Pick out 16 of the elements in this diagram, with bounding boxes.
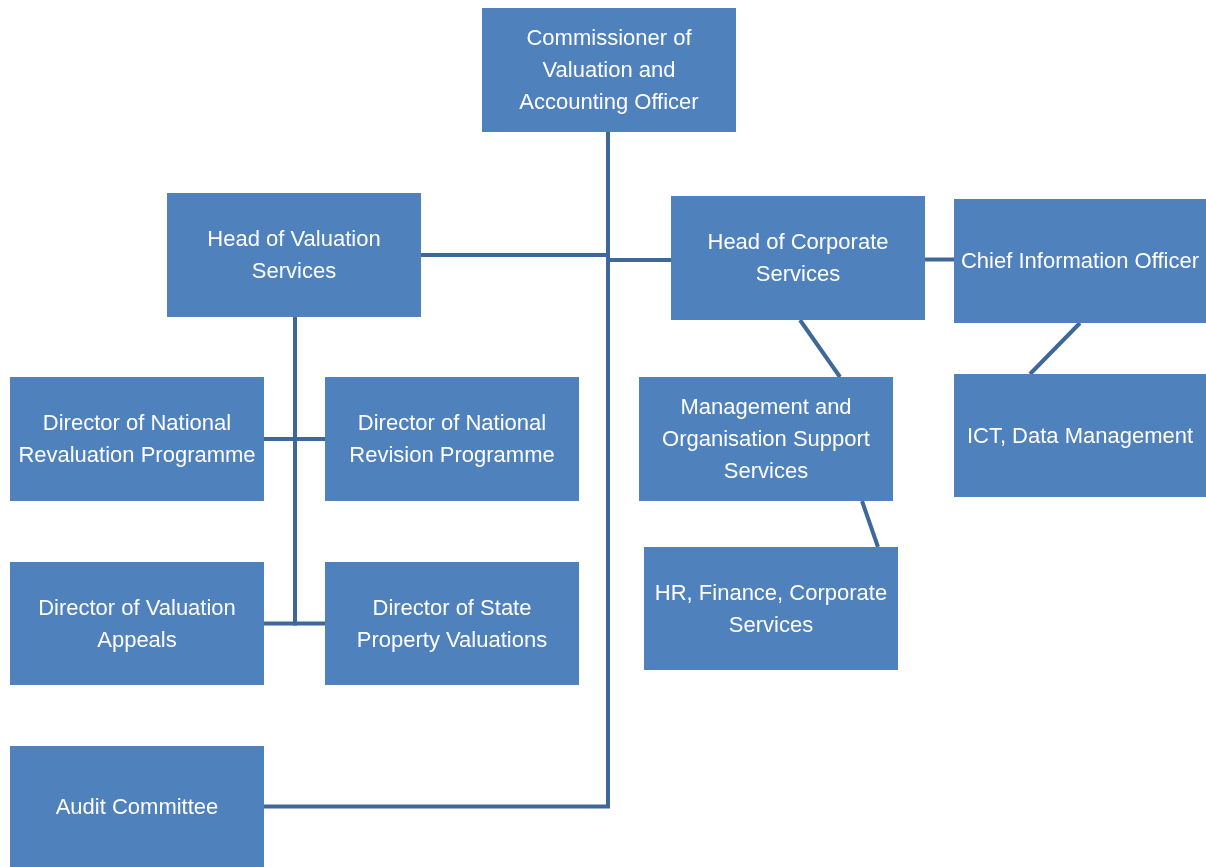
org-box: HR, Finance, Corporate Services	[644, 547, 898, 670]
org-box: Head of Corporate Services	[671, 196, 925, 320]
org-box: Director of Valuation Appeals	[10, 562, 264, 685]
connector-line	[1028, 321, 1082, 376]
org-box: Director of State Property Valuations	[325, 562, 579, 685]
connector-line	[860, 500, 880, 548]
connector-line	[925, 257, 954, 262]
org-box: Chief Information Officer	[954, 199, 1206, 323]
org-box: Audit Committee	[10, 746, 264, 867]
org-box: Management and Organisation Support Services	[639, 377, 893, 501]
connector-line	[798, 318, 842, 379]
org-box: Commissioner of Valuation and Accounting Officer	[482, 8, 736, 132]
org-box: Head of Valuation Services	[167, 193, 421, 317]
org-box: Director of National Revision Programme	[325, 377, 579, 501]
org-box: ICT, Data Management	[954, 374, 1206, 497]
org-box: Director of National Revaluation Programme	[10, 377, 264, 501]
